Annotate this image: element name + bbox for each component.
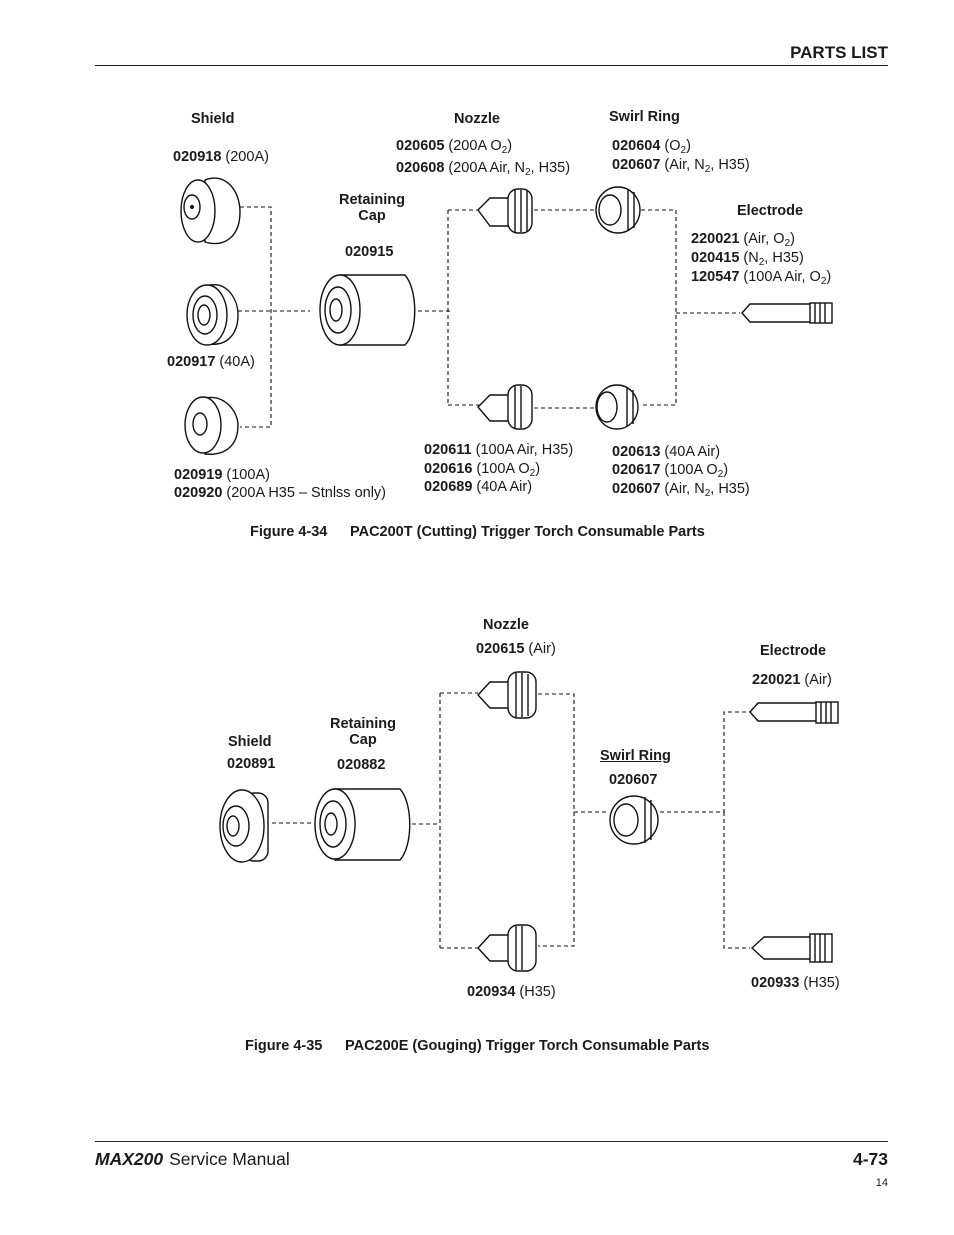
- fig34-nozzle-100a-air-label: 020611 (100A Air, H35): [424, 442, 574, 458]
- electrode-cutting-drawing: [741, 302, 833, 324]
- fig35-electrode-air-label: 220021 (Air): [752, 672, 832, 688]
- fig34-shield-200a-h35-label: 020920 (200A H35 – Stnlss only): [174, 485, 387, 501]
- fig35-shield-part: 020891: [227, 756, 276, 772]
- fig34-electrode-heading: Electrode: [737, 203, 804, 219]
- fig34-electrode-n2-label: 020415 (N2, H35): [691, 250, 804, 268]
- fig35-swirl-ring-part: 020607: [609, 772, 658, 788]
- electrode-020933-drawing: [750, 933, 833, 963]
- swirl-ring-020607-drawing: [609, 795, 659, 845]
- nozzle-200a-drawing: [477, 188, 533, 234]
- fig34-swirl-100a-o2-label: 020617 (100A O2): [612, 462, 729, 480]
- fig34-electrode-air-o2-label: 220021 (Air, O2): [691, 231, 795, 249]
- nozzle-100a-drawing: [477, 384, 533, 430]
- fig35-shield-heading: Shield: [228, 734, 272, 750]
- fig34-shield-200a-label: 020918 (200A): [173, 149, 269, 165]
- fig34-retaining-cap-part: 020915: [345, 244, 394, 260]
- swirl-ring-upper-drawing: [595, 186, 641, 234]
- fig34-swirl-o2-label: 020604 (O2): [612, 138, 691, 156]
- section-title: PARTS LIST: [790, 43, 888, 62]
- shield-200a-drawing: [180, 177, 241, 245]
- fig35-electrode-h35-label: 020933 (H35): [751, 975, 840, 991]
- header-rule: [95, 65, 888, 66]
- fig34-shield-40a-label: 020917 (40A): [167, 354, 255, 370]
- shield-100a-drawing: [184, 396, 239, 455]
- fig34-swirl-air-n2-label: 020607 (Air, N2, H35): [612, 481, 750, 499]
- retaining-cap-020915-drawing: [319, 274, 416, 346]
- shield-40a-drawing: [186, 284, 239, 346]
- nozzle-020934-drawing: [477, 924, 537, 972]
- fig34-nozzle-100a-o2-label: 020616 (100A O2): [424, 461, 541, 479]
- fig35-retaining-cap-part: 020882: [337, 757, 386, 773]
- retaining-cap-020882-drawing: [314, 788, 411, 861]
- fig34-swirl-ring-heading: Swirl Ring: [609, 109, 680, 125]
- fig34-nozzle-200a-o2-label: 020605 (200A O2): [396, 138, 513, 156]
- fig35-nozzle-heading: Nozzle: [483, 617, 529, 633]
- fig34-swirl-air-label: 020607 (Air, N2, H35): [612, 157, 750, 175]
- fig35-electrode-heading: Electrode: [760, 643, 827, 659]
- swirl-ring-lower-drawing: [595, 384, 639, 430]
- fig34-shield-heading: Shield: [191, 111, 235, 127]
- fig34-nozzle-40a-label: 020689 (40A Air): [424, 479, 533, 495]
- fig34-shield-100a-label: 020919 (100A): [174, 467, 270, 483]
- fig34-nozzle-200a-air-label: 020608 (200A Air, N2, H35): [396, 160, 571, 178]
- shield-020891-drawing: [219, 789, 269, 863]
- fig35-swirl-ring-heading: Swirl Ring: [600, 748, 671, 764]
- fig34-nozzle-heading: Nozzle: [454, 111, 500, 127]
- footer-rule: [95, 1141, 888, 1142]
- electrode-220021-drawing: [749, 701, 839, 724]
- page-number: 4-73: [852, 1149, 888, 1169]
- sheet-number: 14: [875, 1177, 888, 1189]
- fig35-nozzle-air-label: 020615 (Air): [476, 641, 556, 657]
- fig34-electrode-100a-label: 120547 (100A Air, O2): [691, 269, 832, 287]
- nozzle-020615-drawing: [477, 671, 537, 719]
- fig34-swirl-40a-label: 020613 (40A Air): [612, 444, 721, 460]
- fig35-nozzle-h35-label: 020934 (H35): [467, 984, 556, 1000]
